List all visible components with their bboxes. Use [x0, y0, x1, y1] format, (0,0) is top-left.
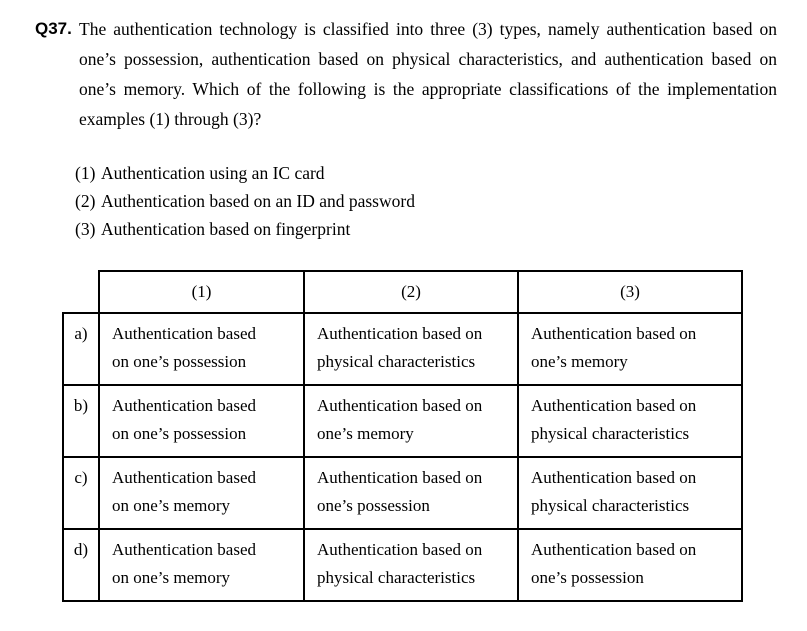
answer-cell: Authentication based on physical charact…: [517, 456, 743, 530]
example-item: (1) Authentication using an IC card: [75, 159, 807, 187]
table-row-option-d: d) Authentication based on one’s memory …: [62, 528, 743, 602]
table-header-row: (1) (2) (3): [63, 270, 743, 314]
answer-cell: Authentication based on one’s possession: [303, 456, 519, 530]
example-text: Authentication based on fingerprint: [101, 219, 351, 239]
table-row-option-b: b) Authentication based on one’s possess…: [62, 384, 743, 458]
question-block: Q37. The authentication technology is cl…: [35, 14, 779, 134]
example-text: Authentication using an IC card: [101, 163, 325, 183]
option-label-c: c): [62, 456, 100, 530]
example-number: (3): [75, 219, 96, 239]
example-number: (2): [75, 191, 96, 211]
option-label-d: d): [62, 528, 100, 602]
example-text: Authentication based on an ID and passwo…: [101, 191, 415, 211]
answer-cell: Authentication based on one’s possession: [98, 384, 305, 458]
answer-cell: Authentication based on one’s memory: [303, 384, 519, 458]
example-item: (3) Authentication based on fingerprint: [75, 215, 807, 243]
table-row-option-a: a) Authentication based on one’s possess…: [62, 312, 743, 386]
example-list: (1) Authentication using an IC card (2) …: [75, 159, 807, 243]
table-row-option-c: c) Authentication based on one’s memory …: [62, 456, 743, 530]
answer-cell: Authentication based on one’s memory: [517, 312, 743, 386]
table-header-col3: (3): [517, 270, 743, 314]
answer-cell: Authentication based on one’s possession: [98, 312, 305, 386]
answer-cell: Authentication based on one’s possession: [517, 528, 743, 602]
answer-cell: Authentication based on physical charact…: [303, 528, 519, 602]
document-page: Q37. The authentication technology is cl…: [0, 14, 807, 631]
table-header-col2: (2): [303, 270, 519, 314]
table-header-col1: (1): [98, 270, 305, 314]
answer-cell: Authentication based on physical charact…: [303, 312, 519, 386]
example-item: (2) Authentication based on an ID and pa…: [75, 187, 807, 215]
answer-cell: Authentication based on one’s memory: [98, 456, 305, 530]
table-corner-ghost-cell: [63, 271, 99, 313]
answer-cell: Authentication based on physical charact…: [517, 384, 743, 458]
question-text: The authentication technology is classif…: [79, 19, 777, 129]
example-number: (1): [75, 163, 96, 183]
answer-cell: Authentication based on one’s memory: [98, 528, 305, 602]
option-label-a: a): [62, 312, 100, 386]
option-label-b: b): [62, 384, 100, 458]
answer-table: (1) (2) (3) a) Authentication based on o…: [62, 270, 743, 602]
question-number: Q37.: [35, 19, 72, 38]
